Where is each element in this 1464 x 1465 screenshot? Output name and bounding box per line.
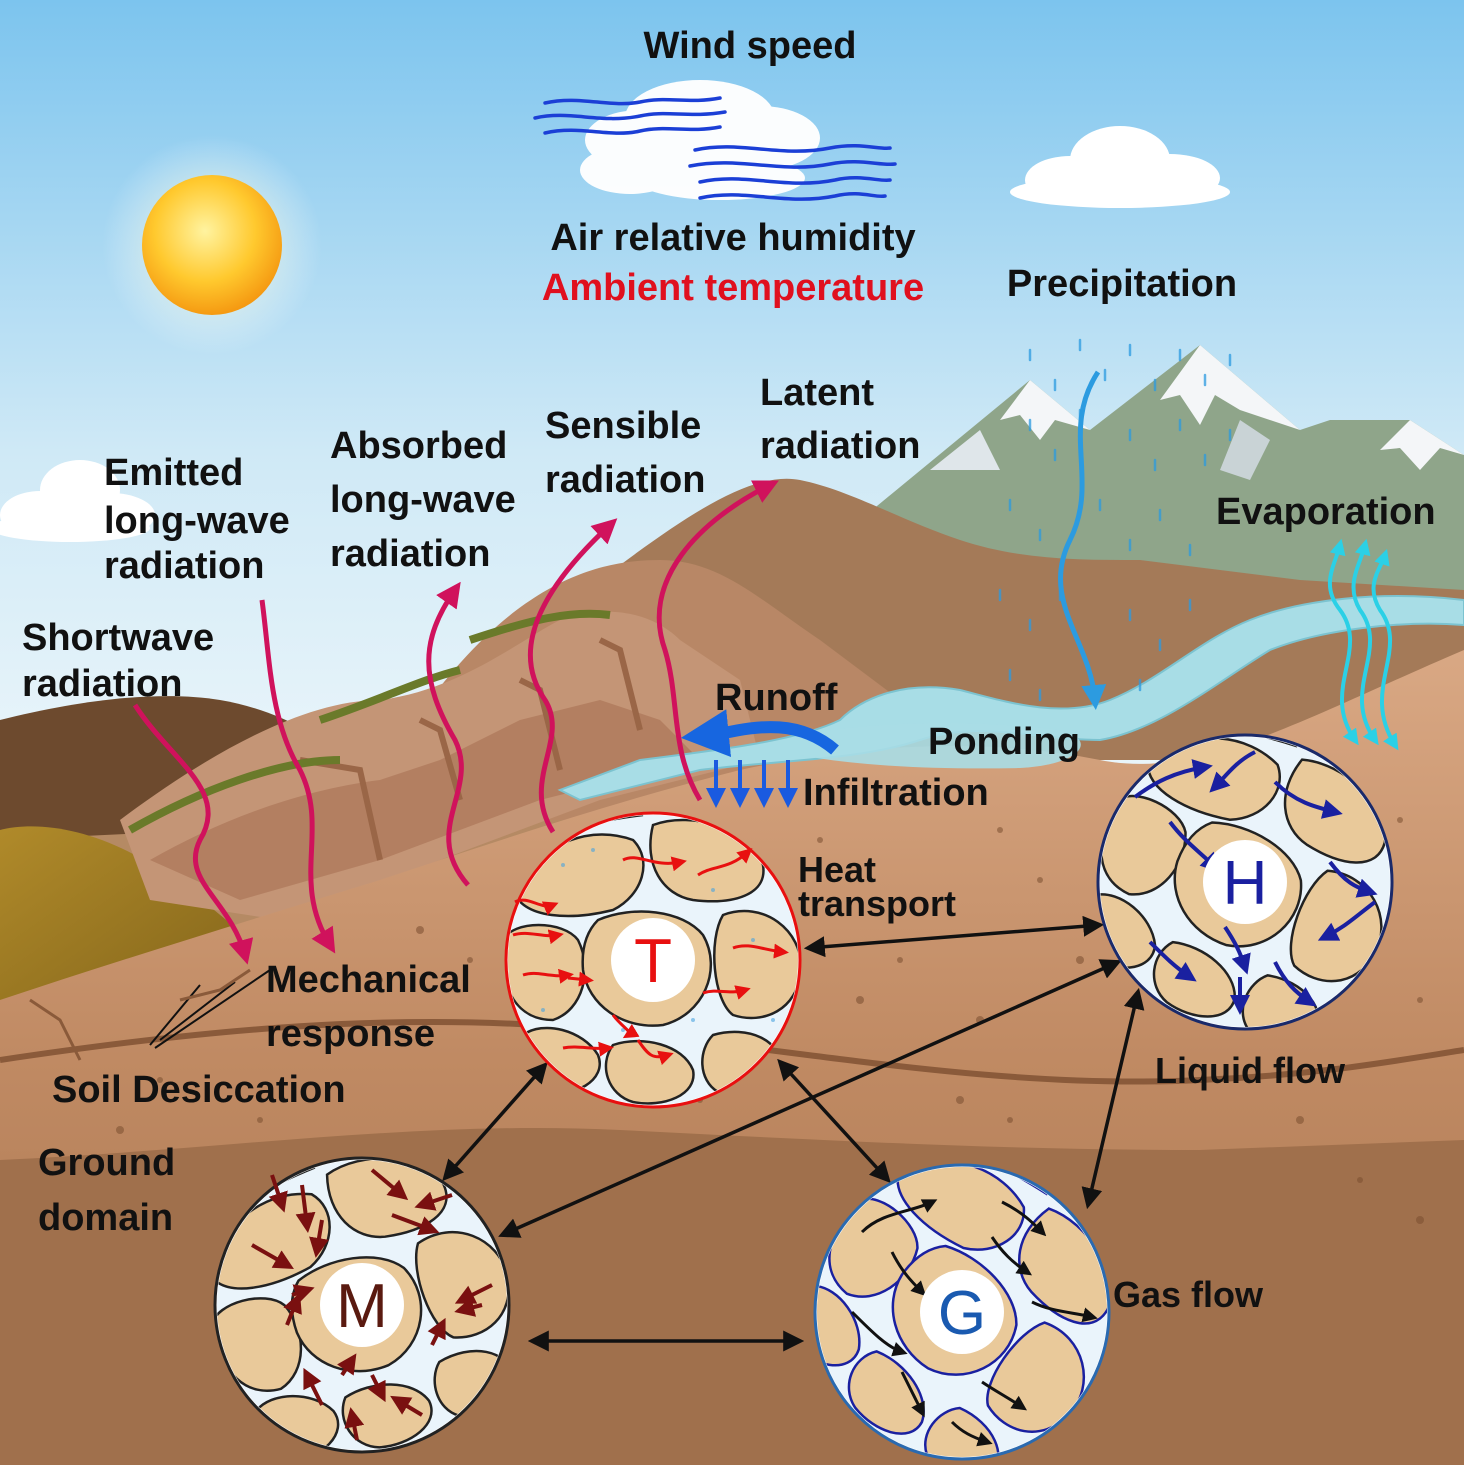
label-heat-transport: transport [798, 883, 956, 924]
label-emitted-longwave: long-wave [104, 500, 290, 542]
label-soil-desiccation: Soil Desiccation [52, 1069, 346, 1111]
label-emitted: Emitted [104, 452, 243, 494]
label-ponding: Ponding [928, 721, 1080, 763]
circle-letter-H: H [1223, 849, 1268, 918]
label-sensible: Sensible [545, 405, 701, 447]
label-evaporation: Evaporation [1216, 491, 1436, 533]
label-ground-domain: domain [38, 1197, 173, 1239]
label-mechanical: Mechanical [266, 959, 471, 1001]
label-shortwave-radiation: radiation [22, 663, 182, 705]
label-absorbed: Absorbed [330, 425, 507, 467]
label-liquid-flow: Liquid flow [1155, 1050, 1346, 1091]
label-air-humidity: Air relative humidity [550, 217, 915, 259]
label-runoff: Runoff [715, 677, 838, 719]
label-absorbed-radiation: radiation [330, 533, 490, 575]
label-ambient-temperature: Ambient temperature [542, 267, 924, 309]
label-latent: Latent [760, 372, 874, 414]
label-mechanical-response: response [266, 1013, 435, 1055]
label-emitted-radiation: radiation [104, 545, 264, 587]
label-absorbed-longwave: long-wave [330, 479, 516, 521]
label-infiltration: Infiltration [803, 772, 989, 814]
sun-icon [102, 135, 322, 355]
label-latent-radiation: radiation [760, 425, 920, 467]
label-sensible-radiation: radiation [545, 459, 705, 501]
label-ground: Ground [38, 1142, 175, 1184]
label-wind-speed: Wind speed [644, 25, 857, 67]
circle-letter-T: T [634, 927, 672, 996]
label-precipitation: Precipitation [1007, 263, 1237, 305]
circle-letter-M: M [336, 1272, 388, 1341]
circle-letter-G: G [938, 1279, 986, 1348]
label-gas-flow: Gas flow [1113, 1274, 1264, 1315]
label-shortwave: Shortwave [22, 617, 214, 659]
